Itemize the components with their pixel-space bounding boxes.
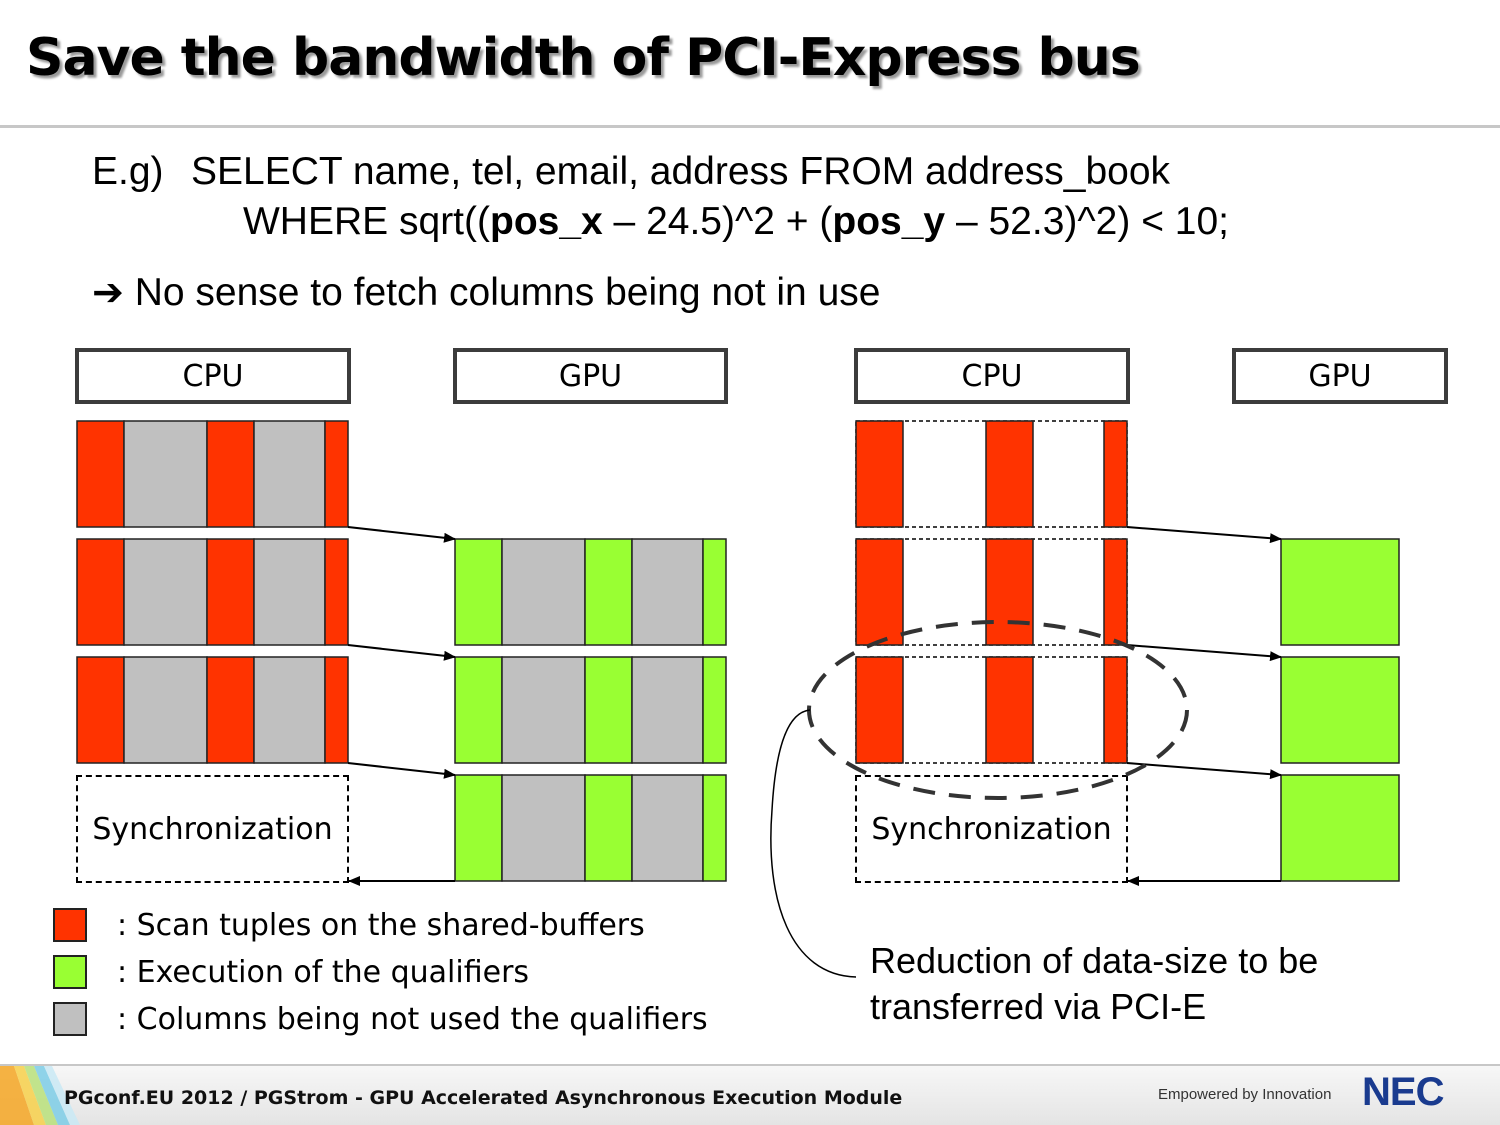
legend-label-exec: : Execution of the qualifiers [117,955,530,990]
right-cpu-box: CPU [854,348,1130,404]
title-divider [0,125,1500,128]
left-gpu-row-1 [454,538,727,646]
left-cpu-row-1 [76,420,349,528]
sql-line-2: WHERE sqrt((pos_x – 24.5)^2 + (pos_y – 5… [243,200,1230,243]
legend-swatch-exec [53,955,87,989]
right-sync-box: Synchronization [855,775,1128,883]
callout-line-2: transferred via PCI-E [870,986,1207,1027]
right-cpu-row-1 [855,420,1128,528]
callout-line-1: Reduction of data-size to be [870,940,1319,981]
left-cpu-row-2 [76,538,349,646]
slide-title: Save the bandwidth of PCI-Express bus [26,28,1141,88]
left-sync-box: Synchronization [76,775,349,883]
nec-logo: NEC [1362,1070,1444,1114]
left-gpu-row-3 [454,774,727,882]
sql-line-1: SELECT name, tel, email, address FROM ad… [191,150,1171,193]
right-gpu-row-2 [1280,656,1400,764]
legend-label-unused: : Columns being not used the qualifiers [117,1002,708,1037]
footer-text: PGconf.EU 2012 / PGStrom - GPU Accelerat… [64,1087,903,1109]
right-gpu-row-1 [1280,538,1400,646]
right-cpu-row-2 [855,538,1128,646]
legend-swatch-scan [53,908,87,942]
right-gpu-row-3 [1280,774,1400,882]
right-arrow-icon: ➔ [92,272,124,314]
right-gpu-box: GPU [1232,348,1448,404]
right-cpu-row-3 [855,656,1128,764]
left-gpu-box: GPU [453,348,728,404]
right-transfer-arrows [1126,526,1282,886]
legend-label-scan: : Scan tuples on the shared-buffers [117,908,645,943]
callout-leader-line [770,709,857,978]
left-cpu-box: CPU [75,348,351,404]
legend-swatch-unused [53,1002,87,1036]
arrow-note: ➔ No sense to fetch columns being not in… [92,271,881,314]
sql-prefix: E.g) [92,150,164,193]
left-transfer-arrows [347,526,456,886]
left-cpu-row-3 [76,656,349,764]
left-gpu-row-2 [454,656,727,764]
callout-text: Reduction of data-size to be transferred… [870,938,1318,1030]
footer-bar [0,1066,1500,1125]
footer-slogan: Empowered by Innovation [1158,1086,1332,1103]
footer-divider [0,1064,1500,1066]
